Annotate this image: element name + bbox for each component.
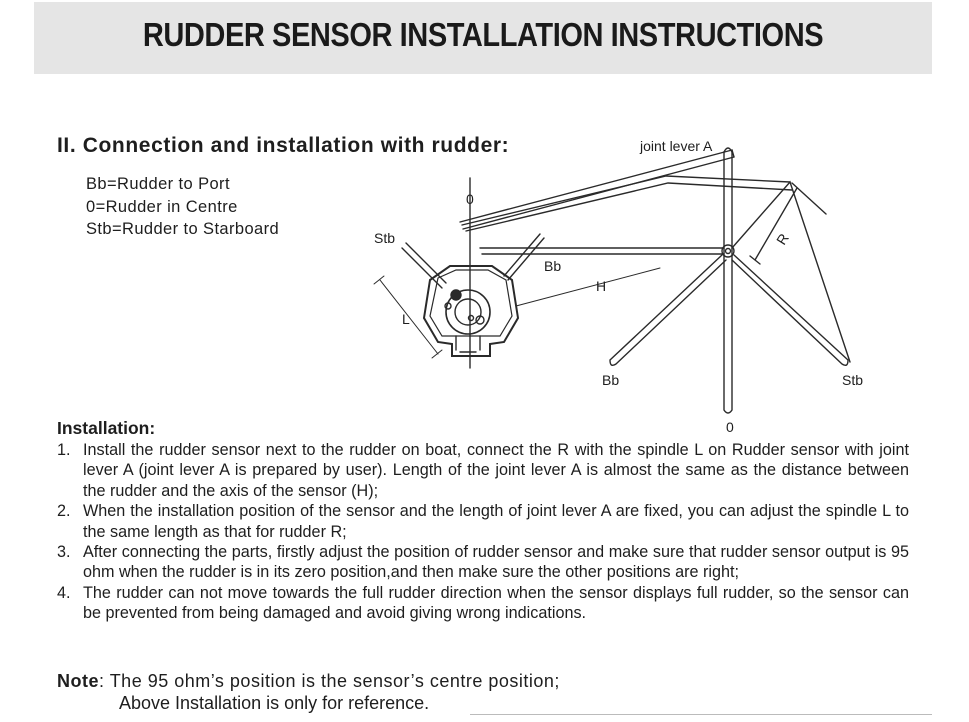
label-sensor-stb: Stb [374, 230, 395, 246]
note-line-2: Above Installation is only for reference… [119, 693, 430, 713]
rudder-rod [723, 151, 733, 414]
step-number: 2. [57, 502, 71, 521]
joint-lever-a [459, 149, 735, 230]
dim-l-line [373, 275, 443, 359]
step-text: Install the rudder sensor next to the ru… [83, 441, 909, 500]
page-title: RUDDER SENSOR INSTALLATION INSTRUCTIONS [142, 16, 824, 53]
header-band [34, 2, 932, 74]
installation-step: 4. The rudder can not move towards the fu… [57, 583, 909, 624]
installation-steps: 1. Install the rudder sensor next to the … [57, 440, 909, 624]
label-dim-l: L [402, 311, 410, 327]
step-text: When the installation position of the se… [83, 502, 909, 541]
step-text: The rudder can not move towards the full… [83, 583, 909, 623]
legend: Bb=Rudder to Port 0=Rudder in Centre Stb… [86, 173, 279, 241]
installation-diagram: joint lever A 0 Stb Bb H L R Bb Stb 0 [360, 130, 880, 440]
rudder-zero-to-stb [731, 180, 851, 363]
label-rudder-zero: 0 [726, 419, 734, 435]
label-dim-h: H [596, 278, 606, 294]
label-rudder-bb: Bb [602, 372, 619, 388]
installation-heading: Installation: [57, 418, 156, 438]
rudder-stb-arm [731, 254, 849, 367]
section-heading: II. Connection and installation with rud… [57, 134, 510, 157]
step-number: 1. [57, 441, 71, 459]
installation-step: 2. When the installation position of the … [57, 501, 909, 542]
step-number: 4. [57, 583, 71, 602]
legend-stb: Stb=Rudder to Starboard [86, 220, 280, 238]
upper-rails [461, 175, 793, 232]
label-rudder-stb: Stb [842, 372, 863, 388]
note-label: Note [57, 671, 99, 691]
label-sensor-bb: Bb [544, 258, 561, 274]
dim-h-line [515, 267, 661, 307]
lever-bb [503, 233, 545, 281]
note: Note: The 95 ohm’s position is the senso… [57, 670, 560, 714]
cross-rails [479, 247, 725, 255]
label-joint-lever-a: joint lever A [639, 138, 713, 154]
label-dim-r: R [773, 231, 792, 248]
rudder-pivot [721, 244, 735, 258]
rudder-bb-arm [609, 254, 727, 367]
installation-step: 3. After connecting the parts, firstly ad… [57, 542, 909, 583]
label-sensor-zero: 0 [466, 191, 474, 207]
note-colon: : [99, 671, 110, 691]
step-number: 3. [57, 543, 71, 562]
note-line-1: The 95 ohm’s position is the sensor’s ce… [109, 671, 560, 691]
installation-step: 1. Install the rudder sensor next to the … [57, 440, 909, 501]
dim-r-line [749, 182, 827, 265]
lever-stb [401, 242, 447, 289]
legend-zero: 0=Rudder in Centre [86, 197, 238, 216]
legend-bb: Bb=Rudder to Port [86, 175, 230, 193]
sensor-body [422, 265, 520, 357]
footer-divider [470, 714, 932, 715]
step-text: After connecting the parts, firstly adju… [83, 543, 909, 582]
installation-diagram-svg: joint lever A 0 Stb Bb H L R Bb Stb 0 [373, 138, 863, 435]
